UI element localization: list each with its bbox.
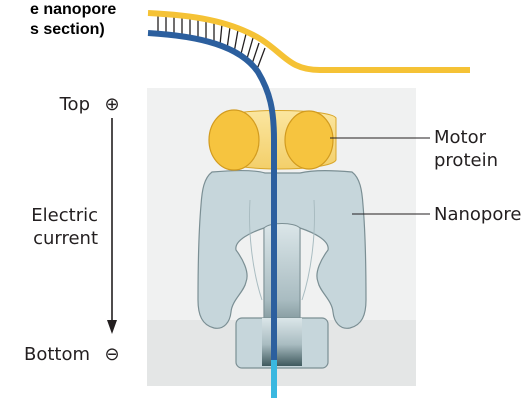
minus-circle-icon: ⊖ [104, 344, 119, 365]
motor-protein-label-1: Motor [434, 127, 487, 148]
title-line-2: s section) [30, 21, 105, 38]
nanopore-label: Nanopore [434, 204, 521, 225]
top-label: Top [59, 94, 90, 115]
title-line-1: e nanopore [30, 1, 116, 18]
bottom-label: Bottom [24, 344, 90, 365]
motor-protein-label-2: protein [434, 150, 498, 171]
electric-current-label-2: current [33, 228, 98, 249]
motor-protein-lobe-right [285, 111, 333, 169]
electric-current-label-1: Electric [31, 205, 98, 226]
motor-protein-lobe-left [209, 110, 259, 170]
down-arrow-icon [107, 118, 117, 334]
plus-circle-icon: ⊕ [104, 94, 119, 115]
nanopore-stem-channel [262, 318, 302, 366]
